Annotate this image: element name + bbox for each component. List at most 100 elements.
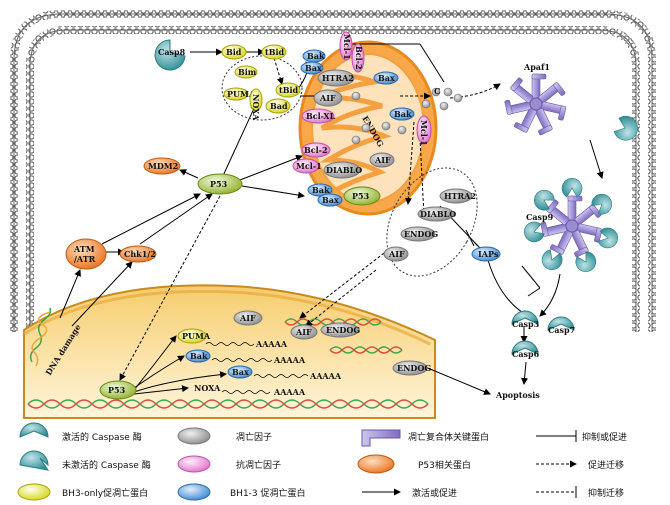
bh13-proteins: Bak Bax Bax Bak Bak Bax (300, 49, 415, 207)
svg-text:Casp3: Casp3 (512, 319, 540, 329)
mrna-4: AAAAA (273, 387, 306, 397)
svg-text:ENDOG: ENDOG (404, 229, 438, 239)
apoptosome-inactive: Apaf1 (504, 62, 567, 136)
bh3-group-outline (221, 55, 303, 121)
iaps-label: IAPs (478, 249, 499, 259)
svg-text:Bax: Bax (232, 367, 249, 377)
legend-inhibit-migration: 抑制迁移 (588, 487, 624, 499)
aif-nuc-2 (290, 324, 318, 340)
mcl1-left: Mcl-1 (296, 161, 322, 171)
puma-top: PUMA (227, 89, 256, 99)
p53-nuc (99, 380, 137, 400)
legend-inhibit-promote: 抑制或促进 (582, 431, 627, 443)
bax-top: Bax (305, 63, 322, 73)
mcl1-right: Mcl-1 (419, 120, 429, 146)
bax-nuc (227, 365, 253, 379)
p53-center-label: P53 (210, 179, 228, 189)
legend: 激活的 Caspase 酶 凋亡因子 凋亡复合体关键蛋白 抑制或促进 未激活的 … (17, 422, 627, 501)
chk12 (119, 245, 157, 263)
cytochrome-c (351, 87, 463, 145)
svg-text:Casp7: Casp7 (548, 325, 575, 335)
svg-text:ENDOG: ENDOG (326, 325, 360, 335)
svg-text:Casp8: Casp8 (158, 47, 186, 57)
legend-promote-migration: 促进迁移 (588, 459, 624, 471)
atm-label: ATM (73, 244, 95, 254)
mcl1-top: Mcl-1 (342, 34, 352, 60)
svg-text:DIABLO: DIABLO (420, 209, 456, 219)
nucleus (23, 284, 436, 419)
legend-active-caspase: 激活的 Caspase 酶 (62, 431, 142, 443)
svg-text:PUMA: PUMA (182, 331, 211, 341)
p53-center (197, 173, 243, 195)
svg-text:ENDOG: ENDOG (397, 363, 431, 373)
aif-mito-2: AIF (374, 155, 391, 165)
bh3-only-proteins: Bid tBid tBid Bim PUMA NOXA Bad (221, 44, 301, 121)
chk-label: Chk1/2 (124, 249, 156, 259)
bcl2-top: Bcl-2 (354, 46, 364, 70)
anti-apoptotic-proteins: Mcl-1 Bcl-2 Bcl-XL Bcl-2 Mcl-1 Mcl-1 (292, 31, 432, 174)
legend-inactive-caspase: 未激活的 Caspase 酶 (62, 459, 151, 471)
legend-activate-promote: 激活或促进 (412, 487, 457, 499)
released-factors: HTRA2 DIABLO ENDOG AIF (383, 188, 476, 262)
apoptosis-label: Apoptosis (495, 390, 540, 400)
endog-nuc-1 (320, 322, 360, 338)
legend-anti-apoptotic: 抗凋亡因子 (236, 459, 281, 471)
legend-p53-related: P53相关蛋白 (418, 459, 471, 471)
bim: Bim (238, 67, 257, 77)
mito-factors: HTRA2 AIF DIABLO AIF ENDOG C (313, 69, 463, 179)
htra2-mito: HTRA2 (322, 73, 354, 83)
apaf1-label-1: Apaf1 (523, 62, 550, 72)
bax-mito: Bax (378, 73, 395, 83)
svg-text:AIF: AIF (295, 327, 312, 337)
svg-text:Bak: Bak (190, 351, 208, 361)
mrna-1: AAAAA (255, 339, 288, 349)
casp7: Casp7 (547, 316, 575, 335)
dna-strands (27, 307, 429, 409)
diablo-mito: DIABLO (326, 165, 362, 175)
apoptosome-active: Casp9 (521, 178, 620, 276)
legend-apoptosome: 凋亡复合体关键蛋白 (408, 431, 489, 443)
p53-mito (343, 186, 381, 206)
svg-text:Casp6: Casp6 (512, 349, 540, 359)
svg-text:P53: P53 (108, 385, 126, 395)
aif-nuc-1 (233, 310, 263, 326)
atr-label: /ATR (74, 254, 96, 264)
casp6: Casp6 (511, 340, 540, 359)
legend-bh3-only: BH3-only促凋亡蛋白 (62, 487, 148, 499)
bak-top: Bak (307, 51, 325, 61)
mrna-2: AAAAA (273, 355, 306, 365)
released-factors-outline (386, 167, 478, 277)
bcl2-mid: Bcl-2 (304, 145, 328, 155)
casp8-node: Casp8 (154, 39, 186, 71)
legend-bh13: BH1-3 促凋亡蛋白 (230, 487, 306, 499)
casp3: Casp3 (511, 310, 540, 329)
p53-mito-label: P53 (352, 191, 370, 201)
casp9-inactive (613, 116, 638, 141)
bak-low: Bak (312, 185, 330, 195)
endog-nuc-2 (392, 360, 428, 376)
bax-low: Bax (322, 195, 339, 205)
mdm2 (143, 157, 181, 175)
bak-nuc (185, 349, 211, 363)
mrna-transcripts (205, 342, 309, 394)
bad: Bad (270, 101, 288, 111)
atm-atr (65, 238, 107, 270)
iaps (471, 246, 501, 262)
aif-mito: AIF (319, 93, 336, 103)
puma-nuc (177, 328, 207, 344)
tbid-1: tBid (265, 47, 284, 57)
casp9-label: Casp9 (526, 212, 554, 222)
cell-membrane (10, 10, 656, 332)
bid: Bid (226, 47, 242, 57)
svg-text:AIF: AIF (239, 313, 256, 323)
svg-text:HTRA2: HTRA2 (444, 191, 476, 201)
tbid-2: tBid (279, 85, 298, 95)
noxa-nuc: NOXA (194, 383, 221, 393)
noxa-top: NOXA (251, 94, 261, 121)
mdm2-label: MDM2 (148, 161, 178, 171)
cyt-c-label: C (434, 86, 440, 96)
mrna-3: AAAAA (309, 371, 342, 381)
bak-mito: Bak (394, 109, 412, 119)
